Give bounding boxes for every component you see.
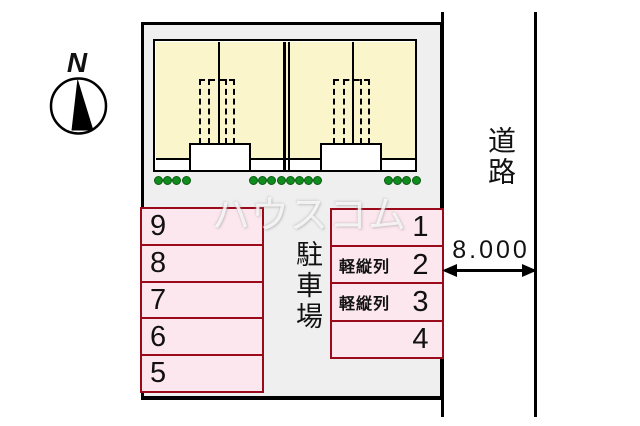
stair-dashed-outline-left (198, 78, 235, 144)
shrub-icon (384, 175, 393, 185)
parking-space-4: 4 (330, 319, 444, 360)
shrub-icon (402, 175, 412, 185)
shrub-icon (411, 175, 421, 185)
compass-north-label: N (66, 47, 88, 78)
parking-space-3: 軽縦列 3 (330, 282, 444, 323)
parking-space-8: 8 (140, 243, 264, 284)
dimension-arrow-icon (442, 264, 537, 277)
parking-space-7: 7 (140, 280, 264, 320)
entrance-porch-right (319, 142, 382, 172)
shrub-icon (181, 175, 191, 185)
space-number: 4 (412, 322, 429, 355)
space-number: 2 (412, 248, 429, 281)
space-type-label: 軽縦列 (339, 296, 391, 314)
stair-dashed-line (360, 78, 362, 144)
shrub-icon (249, 175, 258, 185)
unit-wall-center-a (283, 41, 286, 170)
parking-area-label: 駐車場 (292, 240, 322, 333)
unit-wall-center-b (287, 41, 290, 170)
unit-wall-1-2 (217, 41, 220, 144)
watermark-text: ハウスコム (212, 195, 408, 237)
shrub-icon (295, 175, 304, 185)
unit-wall-3-4 (351, 41, 354, 144)
parking-space-2: 軽縦列 2 (330, 245, 444, 285)
space-number: 6 (150, 320, 167, 353)
parking-column-right: 1 軽縦列 2 軽縦列 3 4 (330, 208, 444, 360)
shrub-icon (285, 175, 295, 185)
space-number: 9 (150, 210, 167, 243)
shrub-icon (313, 175, 323, 185)
road-edge-line (534, 12, 537, 417)
road-label: 道路 (485, 126, 516, 188)
shrub-icon (267, 175, 277, 185)
entrance-porch-left (188, 142, 251, 172)
shrub-icon (163, 175, 173, 185)
shrub-icon (172, 175, 182, 185)
space-number: 5 (150, 357, 167, 390)
stair-dashed-outline-right (333, 78, 370, 144)
space-number: 8 (150, 246, 167, 279)
shrub-icon (393, 175, 403, 185)
space-number: 7 (150, 283, 167, 316)
stair-dashed-line (343, 78, 345, 144)
stair-dashed-line (208, 78, 210, 144)
dimension-value: 8.000 (452, 236, 530, 264)
shrub-icon (154, 175, 163, 185)
space-number: 3 (412, 285, 429, 318)
shrub-icon (304, 175, 314, 185)
compass-icon (49, 77, 108, 135)
shrub-icon (276, 175, 286, 185)
shrub-icon (258, 175, 268, 185)
stair-dashed-line (225, 78, 227, 144)
parking-space-5: 5 (140, 354, 264, 394)
space-number: 1 (412, 211, 429, 244)
parking-space-1: 1 (330, 208, 444, 248)
space-type-label: 軽縦列 (339, 259, 391, 277)
parking-space-6: 6 (140, 317, 264, 357)
